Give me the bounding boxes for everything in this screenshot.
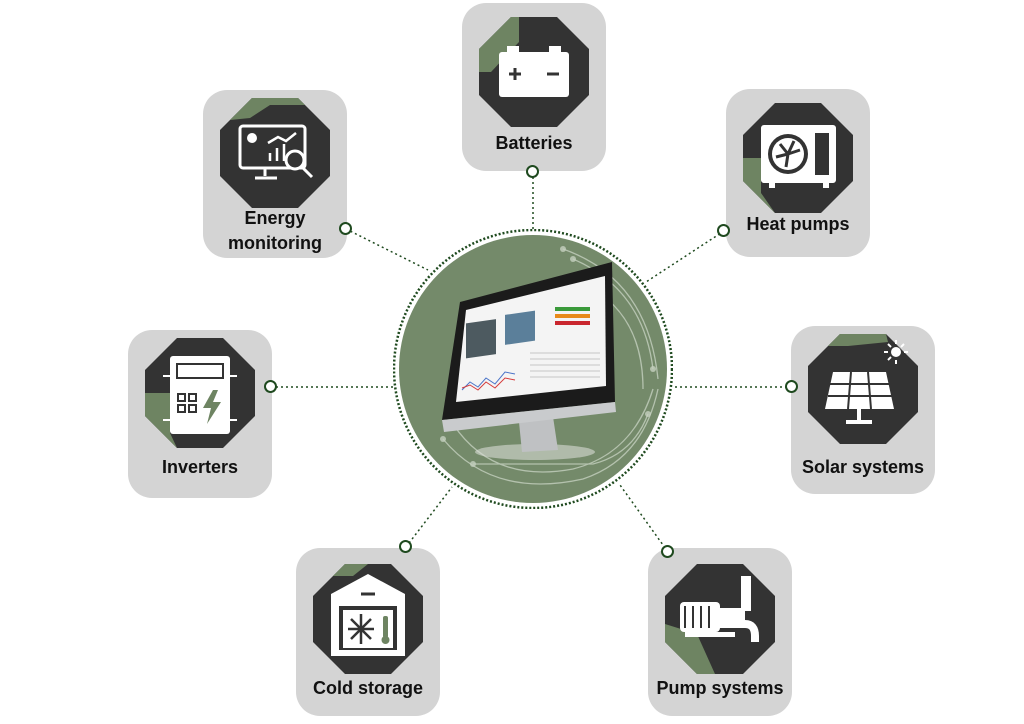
- node-batteries[interactable]: Batteries: [462, 3, 606, 171]
- node-solar-systems[interactable]: Solar systems: [791, 326, 935, 494]
- connector-dot: [264, 380, 277, 393]
- node-label: Solar systems: [801, 457, 925, 477]
- node-inverters[interactable]: Inverters: [128, 330, 272, 498]
- node-label: Heat pumps: [746, 214, 850, 234]
- monitor-analytics-icon: [220, 98, 330, 208]
- connector-dot: [717, 224, 730, 237]
- pump-icon: [665, 564, 775, 674]
- connector-dot: [661, 545, 674, 558]
- battery-icon: [479, 17, 589, 127]
- node-label: Pump systems: [656, 678, 784, 698]
- node-label: Inverters: [161, 457, 239, 477]
- node-label-line2: monitoring: [228, 233, 322, 253]
- node-label-line1: Energy: [244, 208, 306, 228]
- node-pump-systems[interactable]: Pump systems: [648, 548, 792, 716]
- node-label: Cold storage: [312, 678, 423, 698]
- solar-panel-icon: [808, 334, 918, 444]
- dashboard-monitor: [442, 262, 616, 460]
- connector-dot: [526, 165, 539, 178]
- heat-pump-icon: [743, 103, 853, 213]
- node-energy-monitoring[interactable]: Energy monitoring: [203, 90, 347, 258]
- node-label: Batteries: [495, 133, 573, 153]
- connector-dot: [339, 222, 352, 235]
- cold-storage-icon: [313, 564, 423, 674]
- connector-dot: [399, 540, 412, 553]
- connector-dot: [785, 380, 798, 393]
- inverter-icon: [145, 338, 255, 448]
- node-heat-pumps[interactable]: Heat pumps: [726, 89, 870, 257]
- node-cold-storage[interactable]: Cold storage: [296, 548, 440, 716]
